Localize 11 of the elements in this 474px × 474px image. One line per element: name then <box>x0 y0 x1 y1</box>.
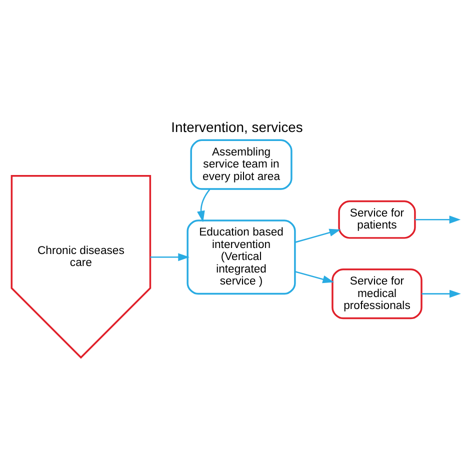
node-box: Assembling service team in every pilot area <box>190 138 292 190</box>
arrow <box>414 215 461 224</box>
node-box: Education based intervention (Vertical integrated service ) <box>186 219 296 294</box>
diagram-title: Intervention, services <box>171 118 303 135</box>
arrow <box>294 270 334 283</box>
arrow <box>422 289 461 298</box>
node-box: Service for patients <box>338 200 416 238</box>
node-box: Service for medical professionals <box>332 268 422 319</box>
arrow <box>150 252 190 261</box>
arrow <box>197 188 210 222</box>
arrow <box>294 228 341 242</box>
